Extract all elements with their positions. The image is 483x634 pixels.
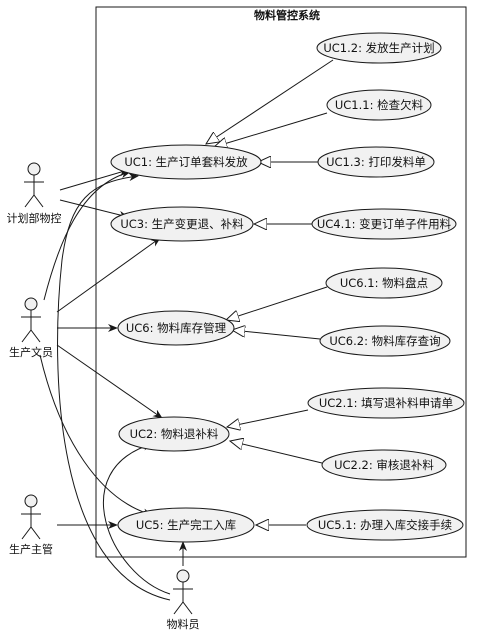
- use-case-label: UC1.3: 打印发料单: [326, 155, 426, 169]
- link-planning-uc3: [59, 199, 129, 219]
- stick-figure-icon: [21, 297, 41, 343]
- use-case-uc1_3[interactable]: UC1.3: 打印发料单: [317, 146, 435, 178]
- use-case-uc5[interactable]: UC5: 生产完工入库: [117, 507, 255, 543]
- association-links: [39, 168, 187, 601]
- link-uc1_2-uc1: [206, 59, 334, 144]
- use-case-label: UC2.1: 填写退补料申请单: [319, 396, 453, 410]
- actor-clerk[interactable]: 生产文员: [9, 297, 53, 359]
- system-title: 物料管控系统: [254, 8, 320, 22]
- use-case-uc2_2[interactable]: UC2.2: 审核退补料: [321, 449, 447, 481]
- use-case-uc1_1[interactable]: UC1.1: 检查欠料: [326, 89, 432, 121]
- actor-label: 生产主管: [9, 542, 53, 556]
- link-uc1_1-uc1: [214, 112, 328, 147]
- link-planning-uc1: [59, 168, 129, 191]
- link-material-uc1: [57, 173, 171, 601]
- use-case-uc4_1[interactable]: UC4.1: 变更订单子件用料: [311, 208, 457, 240]
- use-case-uc3[interactable]: UC3: 生产变更退、补料: [110, 206, 254, 242]
- use-case-uc6_1[interactable]: UC6.1: 物料盘点: [325, 267, 443, 299]
- use-case-label: UC6.1: 物料盘点: [340, 276, 428, 290]
- link-uc6_2-uc6: [232, 330, 321, 340]
- actor-label: 物料员: [167, 617, 200, 631]
- link-uc6_1-uc6: [226, 286, 328, 320]
- use-case-uc2_1[interactable]: UC2.1: 填写退补料申请单: [307, 387, 465, 419]
- use-case-label: UC4.1: 变更订单子件用料: [317, 217, 452, 231]
- stick-figure-icon: [21, 494, 41, 540]
- use-case-uc5_1[interactable]: UC5.1: 办理入库交接手续: [306, 509, 464, 541]
- stick-figure-icon: [173, 569, 193, 615]
- link-uc2_2-uc2: [230, 441, 323, 464]
- system-boundary: 物料管控系统: [95, 6, 467, 558]
- use-case-label: UC2.2: 审核退补料: [334, 458, 434, 472]
- use-case-label: UC6.2: 物料库存查询: [329, 334, 440, 348]
- actor-label: 计划部物控: [7, 211, 62, 225]
- use-case-label: UC5: 生产完工入库: [136, 518, 236, 532]
- actor-material[interactable]: 物料员: [167, 569, 200, 631]
- actor-supervisor[interactable]: 生产主管: [9, 494, 53, 556]
- link-clerk-uc5: [39, 354, 153, 517]
- use-case-label: UC2: 物料退补料: [130, 427, 219, 441]
- use-cases: UC1.2: 发放生产计划 UC1.1: 检查欠料 UC1: 生产订单套料发放 …: [110, 32, 465, 543]
- link-clerk-uc3: [56, 237, 161, 313]
- link-uc2_1-uc2: [227, 409, 309, 427]
- use-case-label: UC6: 物料库存管理: [126, 321, 227, 335]
- use-case-label: UC3: 生产变更退、补料: [120, 217, 244, 231]
- actor-planning[interactable]: 计划部物控: [7, 162, 62, 225]
- link-clerk-uc1: [43, 170, 131, 301]
- link-clerk-uc2: [56, 344, 163, 419]
- use-case-uc6[interactable]: UC6: 物料库存管理: [117, 310, 235, 346]
- actor-label: 生产文员: [9, 345, 53, 359]
- use-case-uc2[interactable]: UC2: 物料退补料: [118, 416, 230, 452]
- use-case-label: UC1.1: 检查欠料: [335, 98, 424, 112]
- generalization-links: [206, 59, 334, 525]
- use-case-uc1[interactable]: UC1: 生产订单套料发放: [110, 144, 262, 180]
- use-case-uc1_2[interactable]: UC1.2: 发放生产计划: [316, 32, 442, 64]
- use-case-label: UC5.1: 办理入库交接手续: [318, 518, 452, 532]
- use-case-label: UC1: 生产订单套料发放: [124, 155, 248, 169]
- use-case-uc6_2[interactable]: UC6.2: 物料库存查询: [319, 325, 451, 357]
- link-material-uc2: [103, 442, 171, 595]
- use-case-label: UC1.2: 发放生产计划: [323, 41, 434, 55]
- stick-figure-icon: [24, 162, 44, 208]
